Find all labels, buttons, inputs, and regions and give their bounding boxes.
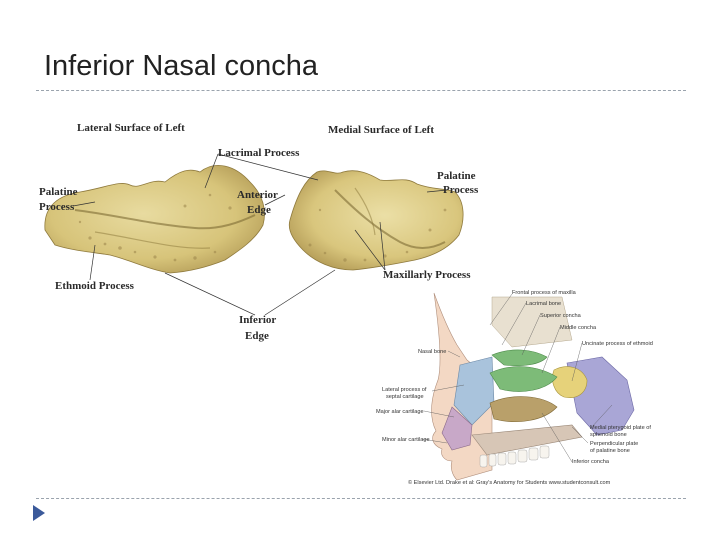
label-middle-concha: Middle concha xyxy=(560,325,597,331)
label-nasal-bone: Nasal bone xyxy=(418,349,446,355)
nasal-cavity-section-figure: Frontal process of maxilla Lacrimal bone… xyxy=(376,290,653,486)
label-medial-pterygoid-1: Medial pterygoid plate of xyxy=(590,425,651,431)
label-inferior-edge-2: Edge xyxy=(245,330,269,342)
label-anterior-edge-2: Edge xyxy=(247,204,271,216)
label-inferior-edge-1: Inferior xyxy=(239,314,276,326)
label-perpendicular-1: Perpendicular plate xyxy=(590,441,638,447)
label-palatine-process-left-2: Process xyxy=(39,201,75,213)
label-lacrimal-process: Lacrimal Process xyxy=(218,147,300,159)
septal-cartilage xyxy=(453,356,495,426)
alar-cartilage xyxy=(441,406,473,451)
label-lateral-surface: Lateral Surface of Left xyxy=(77,122,185,134)
label-medial-pterygoid-2: sphenoid bone xyxy=(590,432,627,438)
label-superior-concha: Superior concha xyxy=(540,313,582,319)
label-maxillary-process: Maxillarly Process xyxy=(383,269,471,281)
label-medial-surface: Medial Surface of Left xyxy=(328,124,434,136)
label-palatine-process-right-1: Palatine xyxy=(437,170,476,182)
label-uncinate-process: Uncinate process of ethmoid xyxy=(582,341,653,347)
inferior-concha xyxy=(489,396,558,422)
label-palatine-process-right-2: Process xyxy=(443,184,479,196)
bottom-divider xyxy=(36,498,686,499)
label-inferior-concha: Inferior concha xyxy=(572,459,610,465)
middle-concha xyxy=(489,366,558,392)
slide-title: Inferior Nasal concha xyxy=(44,50,319,82)
label-frontal-process: Frontal process of maxilla xyxy=(512,290,577,296)
label-anterior-edge-1: Anterior xyxy=(237,189,278,201)
medial-surface-bone xyxy=(288,170,464,271)
slide-bullet-icon xyxy=(33,505,45,521)
label-ethmoid-process: Ethmoid Process xyxy=(55,280,135,292)
lateral-surface-bone xyxy=(44,165,265,274)
label-lateral-process-1: Lateral process of xyxy=(382,387,427,393)
superior-concha xyxy=(491,349,548,367)
top-divider xyxy=(36,90,686,91)
label-minor-alar: Minor alar cartilage xyxy=(382,437,430,443)
label-perpendicular-2: of palatine bone xyxy=(590,448,630,454)
concha-bone-figure: Lateral Surface of Left Medial Surface o… xyxy=(39,122,479,342)
figure-copyright: © Elsevier Ltd. Drake et al: Gray's Anat… xyxy=(408,479,611,486)
label-lateral-process-2: septal cartilage xyxy=(386,394,424,400)
label-major-alar: Major alar cartilage xyxy=(376,409,424,415)
label-palatine-process-left-1: Palatine xyxy=(39,186,78,198)
label-lacrimal-bone: Lacrimal bone xyxy=(526,301,561,307)
